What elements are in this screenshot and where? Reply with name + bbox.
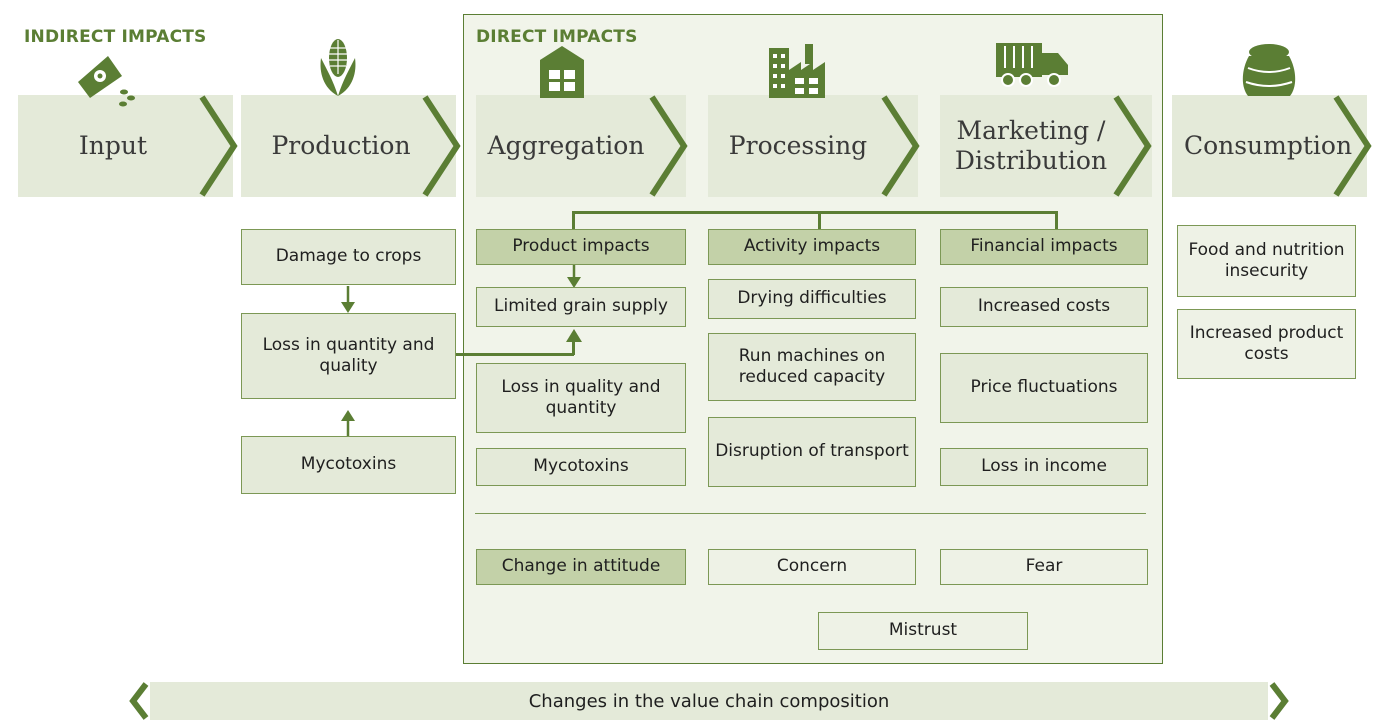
stage-label: Processing [728,131,868,160]
chevron-icon [881,95,920,197]
arrow-up-icon [566,329,582,342]
stage-production: Production [241,95,461,197]
arrow-down-icon [567,265,581,288]
arrow-up-icon [341,410,355,436]
stage-label: Marketing / Distribution [954,116,1108,175]
connector-line [572,340,575,355]
increased-costs-box: Increased costs [940,287,1148,327]
run-machines-reduced-capacity-box: Run machines on reduced capacity [708,333,916,401]
loss-in-income-box: Loss in income [940,448,1148,486]
bracket-line [1055,211,1058,230]
disruption-of-transport-box: Disruption of transport [708,417,916,487]
chevron-right-icon [1269,682,1289,720]
stage-input: Input [18,95,238,197]
food-nutrition-insecurity-box: Food and nutrition insecurity [1177,225,1356,297]
stage-label: Production [271,131,411,160]
chevron-icon [199,95,238,197]
connector-line [456,353,574,356]
fear-box: Fear [940,549,1148,585]
limited-grain-supply-box: Limited grain supply [476,287,686,327]
truck-icon [996,43,1068,87]
seed-bag-icon [78,56,135,107]
concern-box: Concern [708,549,916,585]
production-mycotoxins-box: Mycotoxins [241,436,456,494]
damage-to-crops-box: Damage to crops [241,229,456,285]
value-chain-bar: Changes in the value chain composition [150,682,1268,720]
indirect-impacts-label: INDIRECT IMPACTS [24,27,207,47]
stage-aggregation: Aggregation [476,95,688,197]
warehouse-icon [540,46,584,98]
financial-impacts-header: Financial impacts [940,229,1148,265]
bracket-line [572,211,1057,214]
chevron-left-icon [129,682,149,720]
increased-product-costs-box: Increased product costs [1177,309,1356,379]
chevron-icon [649,95,688,197]
bracket-line [572,211,575,230]
drying-difficulties-box: Drying difficulties [708,279,916,319]
chevron-icon [422,95,461,197]
price-fluctuations-box: Price fluctuations [940,353,1148,423]
direct-impacts-label: DIRECT IMPACTS [476,27,638,47]
stage-marketing-distribution: Marketing / Distribution [940,95,1152,197]
stage-processing: Processing [708,95,920,197]
stage-consumption: Consumption [1172,95,1372,197]
product-impacts-header: Product impacts [476,229,686,265]
mistrust-box: Mistrust [818,612,1028,650]
chevron-icon [1113,95,1152,197]
bracket-line [818,211,821,230]
loss-quantity-quality-box: Loss in quantity and quality [241,313,456,399]
change-in-attitude-box: Change in attitude [476,549,686,585]
chevron-icon [1333,95,1372,197]
loss-quality-quantity-box: Loss in quality and quantity [476,363,686,433]
stage-label: Input [78,131,148,160]
factory-icon [769,44,825,98]
arrow-down-icon [341,286,355,313]
stage-label: Aggregation [487,131,645,160]
grain-sack-icon [1242,44,1296,96]
mycotoxins-box: Mycotoxins [476,448,686,486]
stage-label: Consumption [1183,131,1353,160]
maize-icon [320,39,356,96]
activity-impacts-header: Activity impacts [708,229,916,265]
section-divider [475,513,1146,514]
